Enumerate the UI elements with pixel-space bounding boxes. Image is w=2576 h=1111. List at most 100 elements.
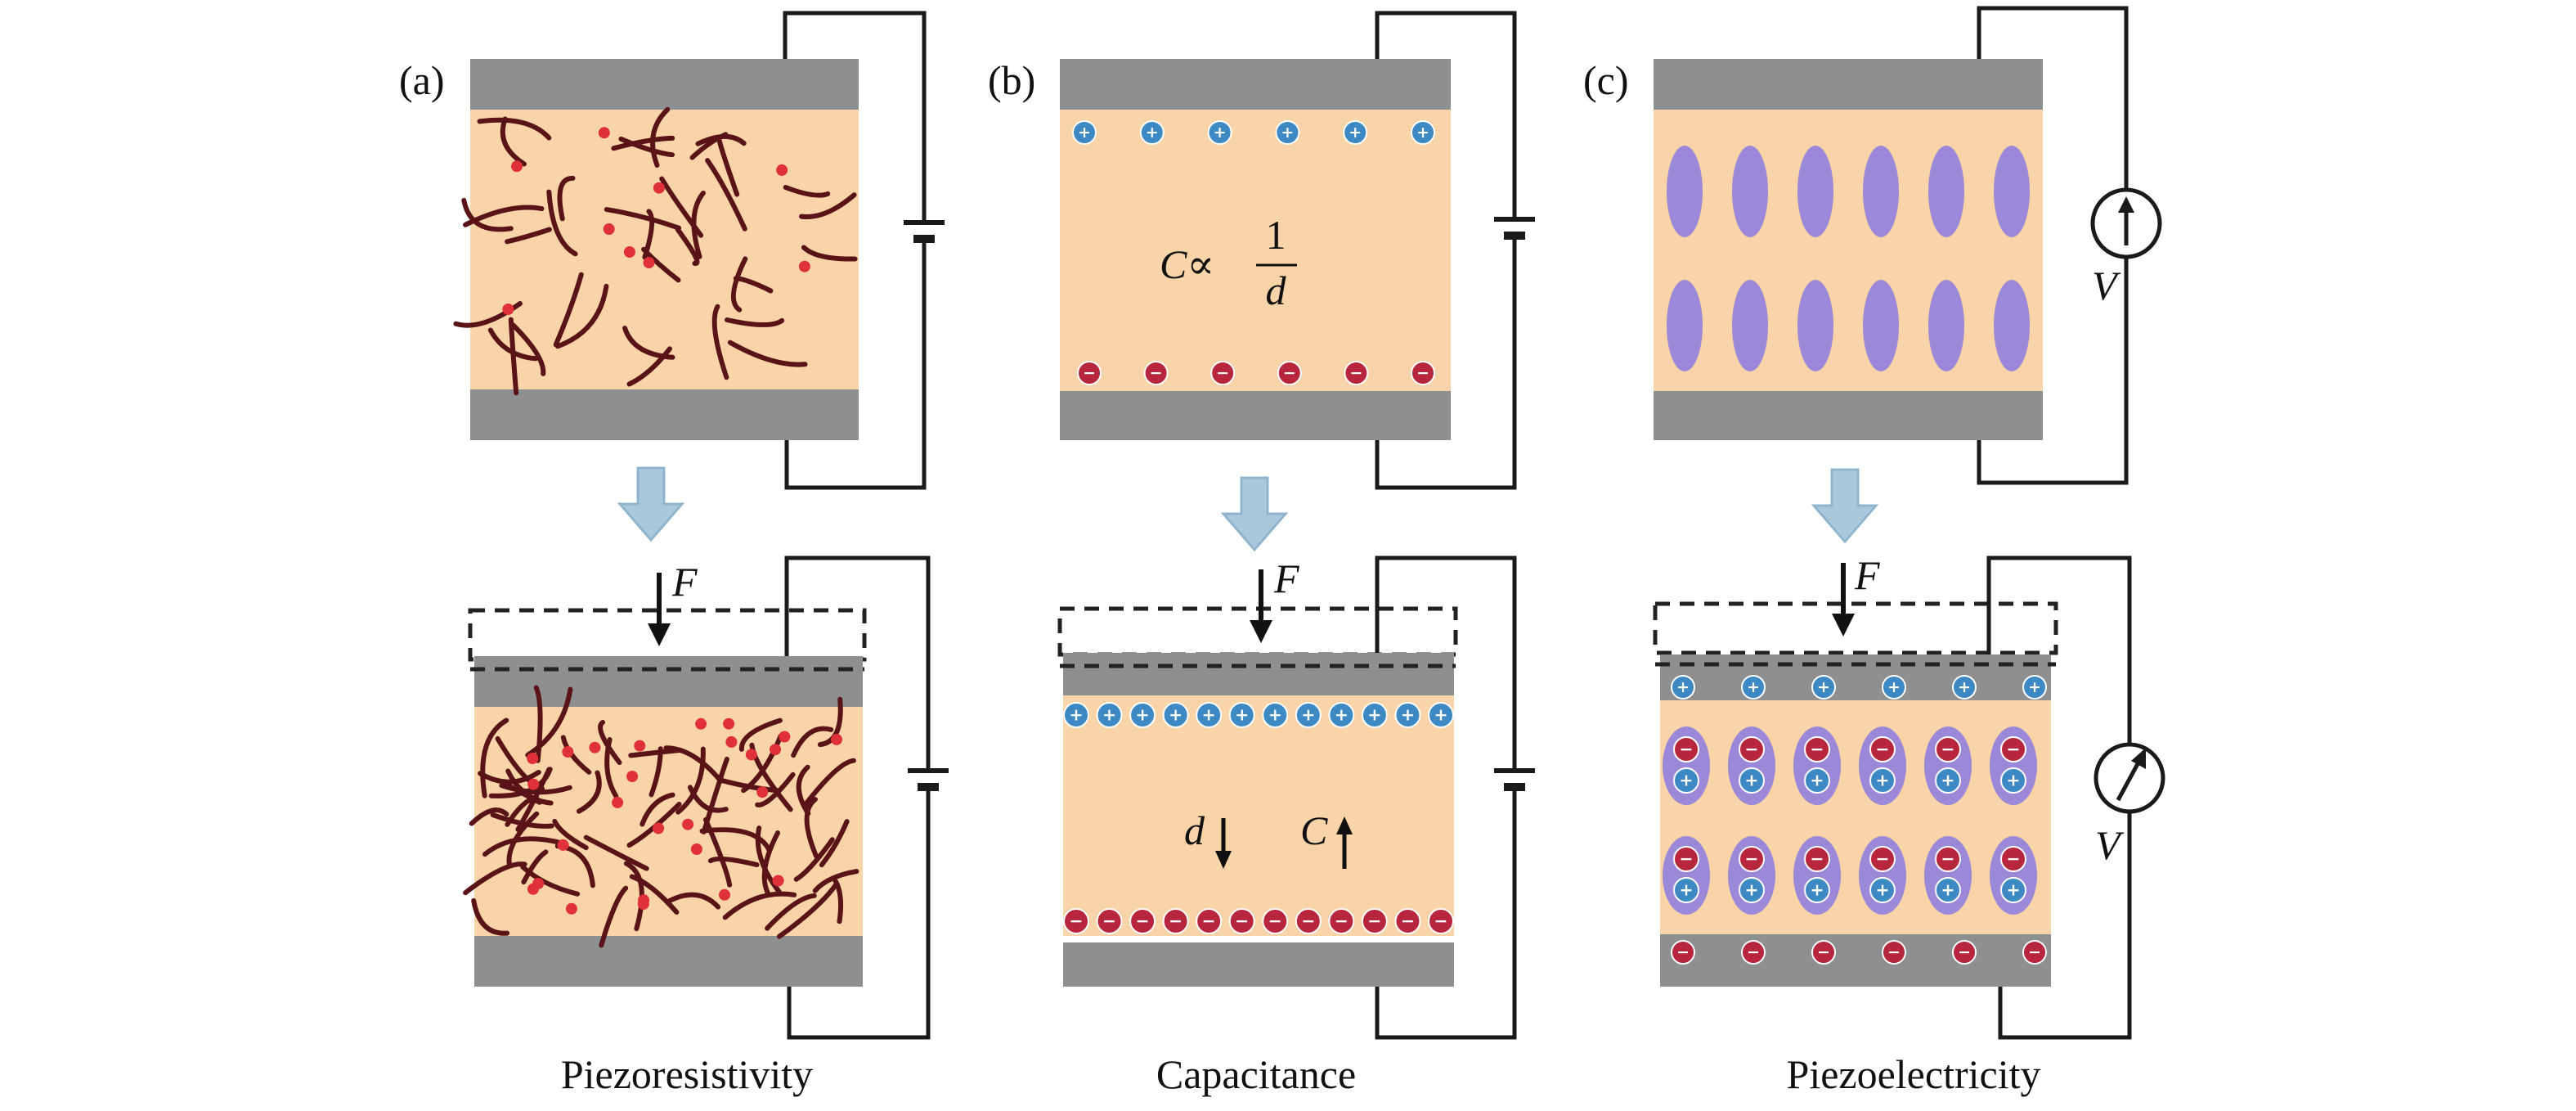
fiber-contact-point <box>831 733 842 745</box>
negative-charge-icon: − <box>2000 736 2026 762</box>
negative-charge-icon: − <box>1295 908 1322 934</box>
negative-charge-icon: − <box>1394 908 1421 934</box>
fiber-contact-point <box>612 796 624 808</box>
panel-c-down-arrow <box>1811 468 1879 544</box>
panel-a-bottom-sensor <box>463 608 867 987</box>
positive-charge-icon: + <box>1343 120 1368 145</box>
conductive-fiber <box>533 685 543 763</box>
svg-text:+: + <box>1745 770 1759 789</box>
panel-c-force-arrowhead <box>1832 614 1855 636</box>
dipole-domain <box>1797 146 1833 237</box>
fiber-contact-point <box>682 818 694 830</box>
panel-b-down-arrow <box>1220 476 1289 552</box>
dipole-domain <box>1667 146 1703 237</box>
conductive-fiber <box>599 885 629 948</box>
svg-text:−: − <box>1876 848 1890 868</box>
conductive-fiber <box>755 771 796 807</box>
svg-text:−: − <box>1301 911 1315 930</box>
positive-charge-icon: + <box>1361 702 1388 728</box>
svg-text:+: + <box>1349 124 1362 142</box>
svg-text:+: + <box>1136 704 1150 724</box>
fiber-contact-point <box>772 875 784 887</box>
panel-c-bottom-positive-charges: ++++++ <box>1671 675 2047 699</box>
panel-c-top-upper-electrode <box>1654 59 2043 110</box>
panel-c-bottom-voltage-label: V <box>2095 822 2125 868</box>
panel-c: (c) V −+−+−+−+−+−+−+−+−+−+−+−+ +++++ <box>1583 6 2165 1097</box>
panel-b-bottom-sensor: ++++++++++++ −−−−−−−−−−−− <box>1057 606 1458 987</box>
positive-charge-icon: + <box>1139 120 1165 145</box>
conductive-fiber <box>703 816 733 888</box>
negative-charge-icon: − <box>1673 846 1699 872</box>
positive-charge-icon: + <box>1804 877 1830 903</box>
panel-a: (a) F <box>399 11 949 1097</box>
svg-text:−: − <box>1958 943 1971 961</box>
svg-text:+: + <box>1367 704 1381 724</box>
dipole-domain <box>1797 280 1833 371</box>
fiber-contact-point <box>725 735 738 748</box>
positive-charge-icon: + <box>1072 120 1097 145</box>
panel-c-top-dipoles <box>1667 146 2030 371</box>
positive-charge-icon: + <box>1129 702 1156 728</box>
negative-charge-icon: − <box>1739 846 1765 872</box>
svg-text:+: + <box>1070 704 1084 724</box>
conductive-fiber <box>765 893 817 931</box>
positive-charge-icon: + <box>2022 675 2047 699</box>
conductive-fiber <box>478 769 541 785</box>
conductive-fiber <box>546 189 578 257</box>
svg-text:−: − <box>1416 364 1429 382</box>
negative-charge-icon: − <box>1411 361 1435 385</box>
conductive-fiber <box>675 227 700 266</box>
svg-text:+: + <box>1811 770 1824 789</box>
fiber-contact-point <box>532 878 545 889</box>
svg-text:+: + <box>1235 704 1249 724</box>
panel-c-bottom-sensor: −+−+−+−+−+−+−+−+−+−+−+−+ ++++++ −−−−−− <box>1653 601 2058 987</box>
panel-b-caption: Capacitance <box>1156 1051 1356 1097</box>
svg-text:+: + <box>1876 770 1890 789</box>
panel-a-top-lower-electrode <box>470 389 859 440</box>
conductive-fiber <box>804 797 819 859</box>
svg-text:+: + <box>1301 704 1315 724</box>
dipole-domain <box>1994 280 2030 371</box>
panel-c-bottom-polarized-dipoles: −+−+−+−+−+−+−+−+−+−+−+−+ <box>1663 726 2037 915</box>
conductive-fiber <box>463 861 527 896</box>
panel-a-top-circuit <box>783 11 945 490</box>
panel-c-top-lower-electrode <box>1654 391 2043 440</box>
fiber-contact-point <box>779 731 791 743</box>
panel-b-equation-numerator: 1 <box>1266 212 1286 258</box>
positive-charge-icon: + <box>1394 702 1421 728</box>
svg-text:−: − <box>1335 911 1349 930</box>
fiber-contact-point <box>598 127 610 139</box>
svg-text:−: − <box>2007 739 2021 758</box>
positive-charge-icon: + <box>1671 675 1695 699</box>
svg-text:+: + <box>1876 879 1890 899</box>
negative-charge-icon: − <box>1277 361 1302 385</box>
fiber-contact-point <box>626 771 639 782</box>
panel-b-distance-down-arrowhead <box>1215 851 1232 869</box>
fiber-contact-point <box>756 786 769 798</box>
fiber-contact-point <box>690 843 702 855</box>
panel-a-force: F <box>648 559 698 646</box>
svg-text:−: − <box>1235 911 1249 930</box>
conductive-fiber <box>500 116 527 167</box>
svg-text:+: + <box>2007 770 2021 789</box>
panel-b-bottom-lower-electrode <box>1063 942 1454 987</box>
negative-charge-icon: − <box>1952 940 1977 965</box>
fiber-contact-point <box>695 717 707 730</box>
conductive-fiber <box>552 818 589 851</box>
conductive-fiber <box>583 834 649 871</box>
conductive-fiber <box>648 746 663 798</box>
conductive-fiber <box>831 875 844 924</box>
conductive-fiber <box>801 245 858 262</box>
panel-c-label: (c) <box>1583 57 1629 103</box>
conductive-fiber <box>471 897 510 936</box>
negative-charge-icon: − <box>1671 940 1695 965</box>
conductive-fiber <box>716 136 740 197</box>
panel-a-top-fiber-network <box>453 106 858 396</box>
fiber-contact-point <box>776 164 788 176</box>
positive-charge-icon: + <box>1328 702 1355 728</box>
fiber-contact-point <box>770 744 781 756</box>
svg-text:−: − <box>1169 911 1183 930</box>
negative-charge-icon: − <box>1804 736 1830 762</box>
positive-charge-icon: + <box>1741 675 1766 699</box>
panel-c-bottom-circuit: V <box>1986 556 2165 1040</box>
